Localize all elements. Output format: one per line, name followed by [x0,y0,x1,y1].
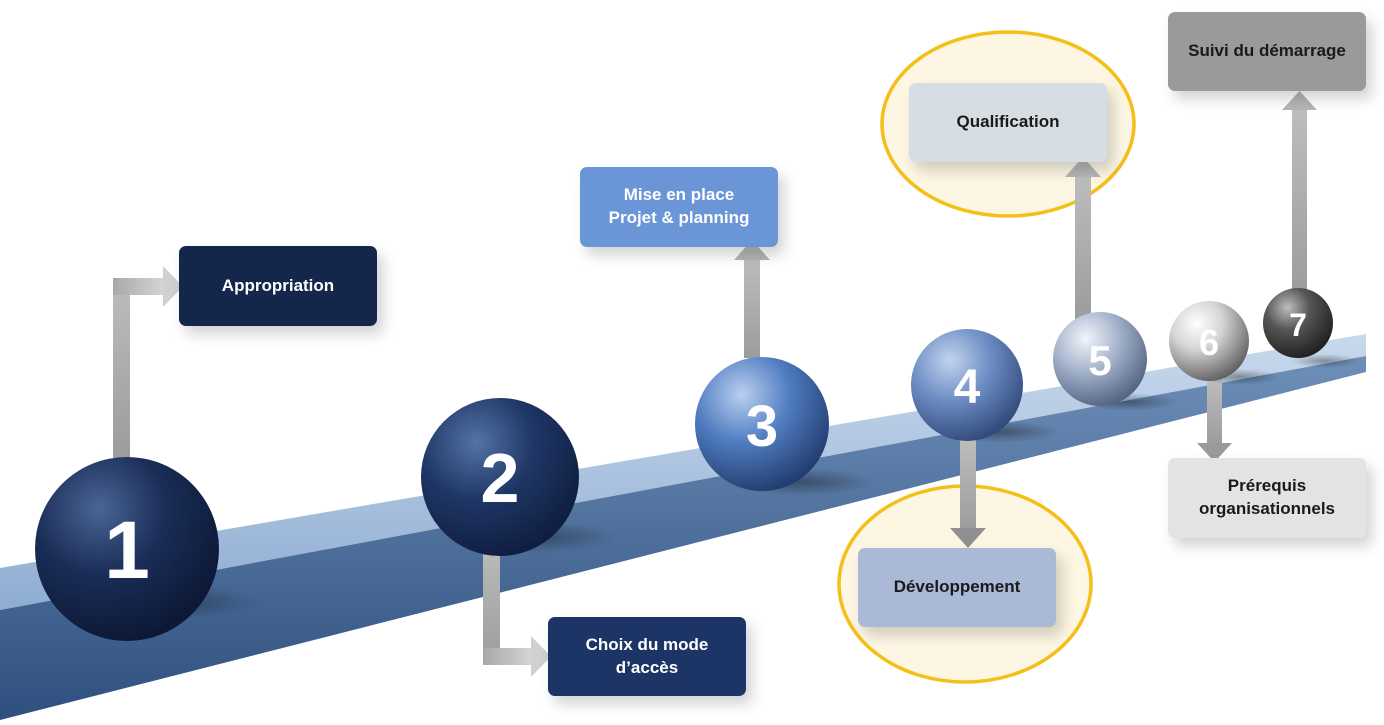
step-number-5: 5 [1088,337,1111,384]
step-number-6: 6 [1199,322,1219,363]
step-number-7: 7 [1289,307,1307,343]
step-label-7: Suivi du démarrage [1188,41,1346,61]
step-number-1: 1 [104,505,150,596]
step-label-box-3: Mise en place Projet & planning [580,167,778,247]
step-ball-4: 4 [911,329,1023,441]
step-ball-3: 3 [695,357,829,491]
step-label-box-7: Suivi du démarrage [1168,12,1366,91]
step-label-4: Développement [893,577,1021,597]
step-label-1: Appropriation [221,275,335,295]
step-label-box-6: Prérequis organisationnels [1168,458,1366,538]
step-number-3: 3 [746,394,778,459]
step-number-2: 2 [481,439,520,517]
step-ball-2: 2 [421,398,579,556]
step-label-6: Prérequis organisationnels [1198,476,1336,518]
step-ball-6: 6 [1169,301,1249,381]
step-label-box-4: Développement [858,548,1056,627]
step-label-box-2: Choix du mode d’accès [548,617,746,696]
step-label-2: Choix du mode d’accès [585,634,709,677]
step-ball-5: 5 [1053,312,1147,406]
step-ball-7: 7 [1263,288,1333,358]
step-number-4: 4 [954,361,981,414]
step-label-box-5: Qualification [909,83,1107,162]
connector-arrows [113,91,1317,677]
step-label-3: Mise en place Projet & planning [608,185,750,227]
timeline-ramp [0,334,1366,720]
step-ball-1: 1 [35,457,219,641]
step-label-box-1: Appropriation [179,246,377,326]
step-label-5: Qualification [956,112,1060,132]
